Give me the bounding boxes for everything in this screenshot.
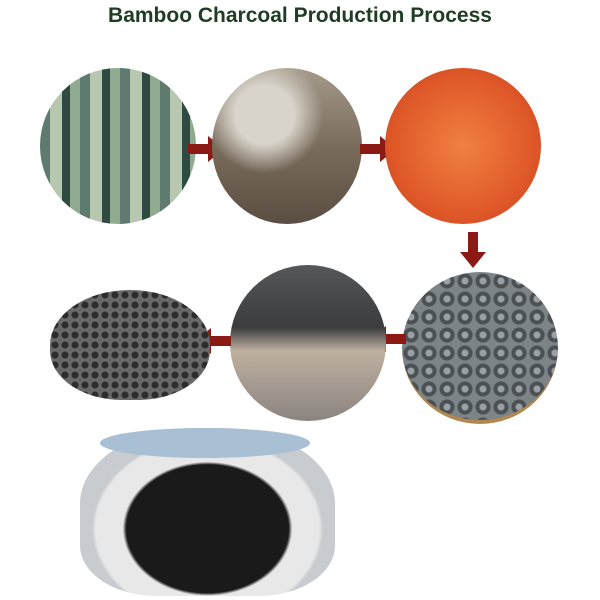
- bag-blue-rim: [100, 428, 310, 458]
- fire-burning-image: [385, 68, 541, 224]
- page-title: Bamboo Charcoal Production Process: [108, 4, 492, 27]
- kiln-smoke-image: [212, 68, 362, 224]
- charcoal-granules-pile-image: [50, 290, 210, 400]
- bamboo-stalks-image: [40, 68, 196, 224]
- arrow-down-icon: [460, 232, 486, 268]
- charcoal-processing-machine-image: [230, 265, 386, 421]
- charcoal-bag-image: [80, 428, 335, 596]
- charcoal-tubes-basket-image: [402, 272, 558, 424]
